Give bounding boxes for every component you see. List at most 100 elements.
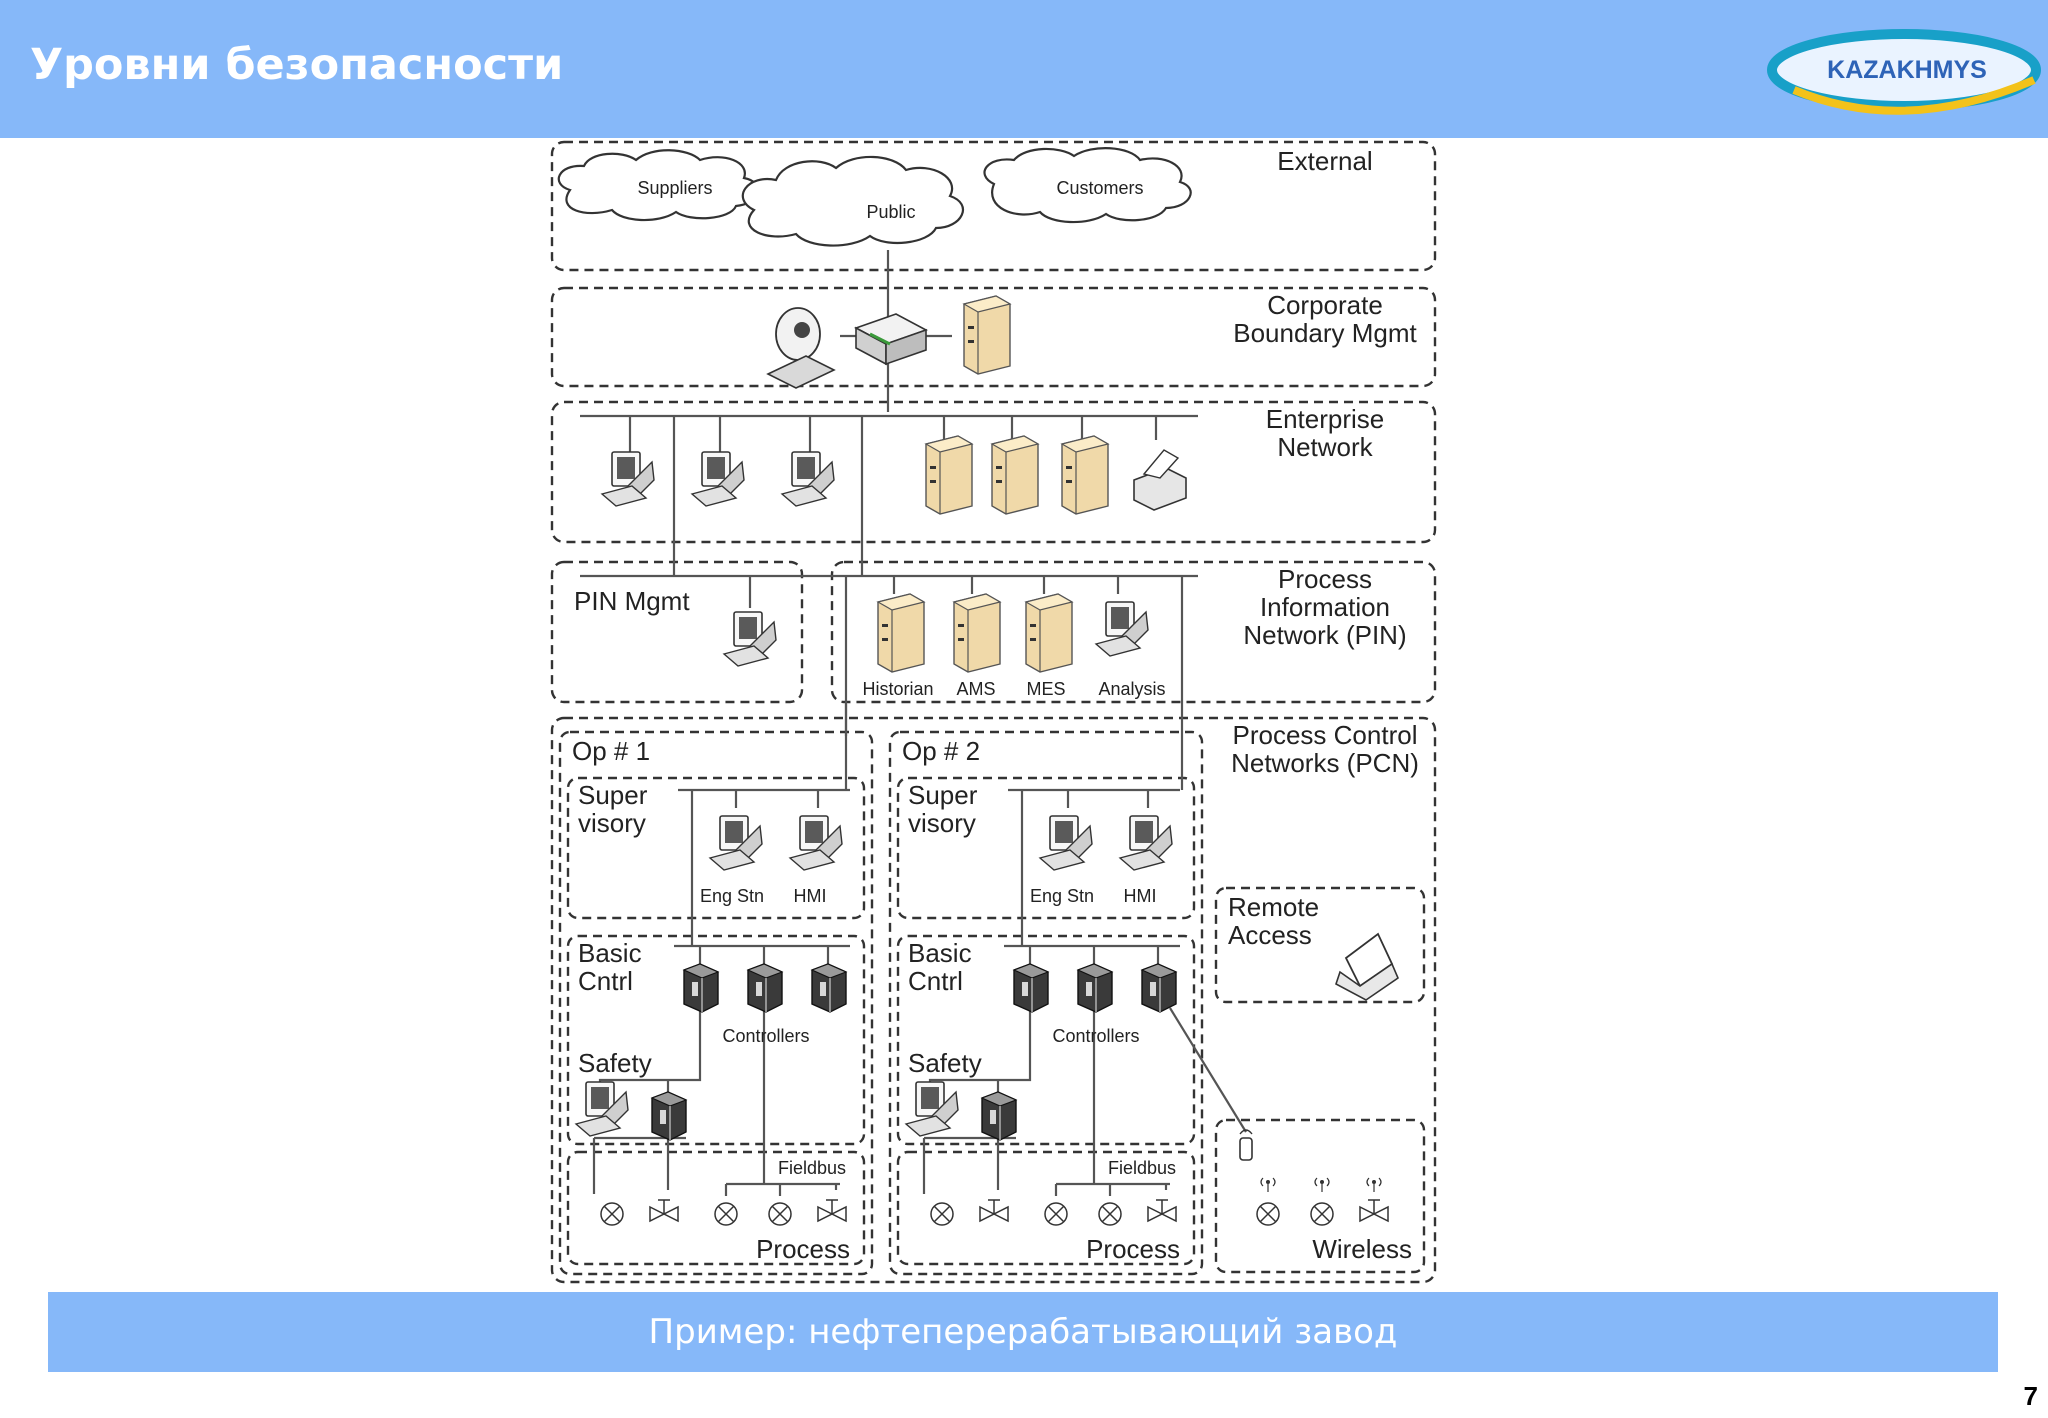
zone-pcn-label-1: Process Control <box>1233 720 1418 750</box>
enterprise-server-2-icon <box>991 435 1039 515</box>
op1-eng-stn-icon <box>709 815 763 871</box>
cloud-public <box>741 155 964 247</box>
op2-controllers-label: Controllers <box>1052 1026 1139 1046</box>
zone-op1 <box>558 730 874 1276</box>
enterprise-pc-3-icon <box>781 451 835 507</box>
wireless-instrument-1-icon <box>1256 1202 1280 1226</box>
firewall-dish-icon <box>766 307 836 389</box>
op2-eng-stn-icon <box>1039 815 1093 871</box>
op1-safety-controller-icon <box>651 1091 687 1141</box>
zone-pin-label-2: Information <box>1260 592 1390 622</box>
zone-pcn <box>550 716 1437 1284</box>
zone-pin-label-1: Process <box>1278 564 1372 594</box>
pin-mgmt-pc-icon <box>723 611 777 667</box>
zone-corporate-boundary <box>550 286 1437 388</box>
op1-instrument-1-icon <box>600 1202 624 1226</box>
zone-pcn-label-2: Networks (PCN) <box>1231 748 1419 778</box>
zone-pin-mgmt-label: PIN Mgmt <box>574 586 690 616</box>
op1-supervisory-label-1: Super <box>578 780 648 810</box>
kazakhmys-logo: KAZAKHMYS <box>1767 29 2041 115</box>
zone-wireless <box>1214 1118 1426 1274</box>
op2-safety-label: Safety <box>908 1048 982 1078</box>
zone-external <box>550 140 1437 272</box>
zone-pin-mgmt <box>550 560 804 704</box>
zone-remote-access <box>1214 886 1426 1004</box>
op1-eng-stn-label: Eng Stn <box>700 886 764 906</box>
op2-supervisory-label-2: visory <box>908 808 976 838</box>
op1-basic-label-1: Basic <box>578 938 642 968</box>
wireless-antenna-3-icon <box>1366 1177 1382 1193</box>
op1-controller-1-icon <box>683 963 719 1013</box>
slide-title: Уровни безопасности <box>30 40 564 90</box>
op2-fieldbus-label: Fieldbus <box>1108 1158 1176 1178</box>
op1-supervisory-label-2: visory <box>578 808 646 838</box>
printer-icon <box>1133 449 1187 511</box>
zone-remote-label-2: Access <box>1228 920 1312 950</box>
op2-hmi-icon <box>1119 815 1173 871</box>
security-levels-diagram: Suppliers Customers Public External Corp… <box>550 140 1437 1284</box>
op1-controller-2-icon <box>747 963 783 1013</box>
zone-external-label: External <box>1277 146 1372 176</box>
op2-instrument-1-icon <box>930 1202 954 1226</box>
enterprise-pc-1-icon <box>601 451 655 507</box>
op2-controller-1-icon <box>1013 963 1049 1013</box>
zone-enterprise-label-2: Network <box>1277 432 1373 462</box>
zone-remote-label-1: Remote <box>1228 892 1319 922</box>
op1-instrument-2-icon <box>714 1202 738 1226</box>
op2-instrument-2-icon <box>1044 1202 1068 1226</box>
analysis-pc-icon <box>1095 601 1149 657</box>
ams-server-icon <box>953 593 1001 673</box>
op1-instrument-3-icon <box>768 1202 792 1226</box>
laptop-icon <box>1335 932 1399 1001</box>
op2-supervisory-label-1: Super <box>908 780 978 810</box>
op2-instrument-3-icon <box>1098 1202 1122 1226</box>
cloud-suppliers <box>557 149 759 222</box>
op1-hmi-icon <box>789 815 843 871</box>
analysis-label: Analysis <box>1098 679 1165 699</box>
zone-op1-basic <box>566 934 866 1146</box>
zone-op2-supervisory <box>896 776 1196 920</box>
zone-op1-supervisory <box>566 776 866 920</box>
zone-corporate-label-2: Boundary Mgmt <box>1233 318 1417 348</box>
zone-pin <box>830 560 1437 704</box>
ams-label: AMS <box>956 679 995 699</box>
op1-controllers-label: Controllers <box>722 1026 809 1046</box>
zone-pin-label-3: Network (PIN) <box>1243 620 1406 650</box>
zone-enterprise-network <box>550 400 1437 544</box>
op2-basic-label-2: Cntrl <box>908 966 963 996</box>
op1-controller-3-icon <box>811 963 847 1013</box>
op2-valve-2-icon <box>1147 1199 1177 1222</box>
zone-enterprise-label-1: Enterprise <box>1266 404 1385 434</box>
cloud-customers <box>983 147 1192 224</box>
wireless-gateway-icon <box>1239 1129 1253 1161</box>
wireless-instrument-2-icon <box>1310 1202 1334 1226</box>
svg-text:KAZAKHMYS: KAZAKHMYS <box>1827 56 1987 84</box>
op2-controller-3-icon <box>1141 963 1177 1013</box>
cloud-public-label: Public <box>866 202 915 222</box>
op1-safety-label: Safety <box>578 1048 652 1078</box>
op1-fieldbus-label: Fieldbus <box>778 1158 846 1178</box>
op2-safety-pc-icon <box>905 1081 959 1137</box>
op1-safety-pc-icon <box>575 1081 629 1137</box>
mes-label: MES <box>1026 679 1065 699</box>
caption-text: Пример: нефтеперерабатывающий завод <box>648 1312 1398 1352</box>
slide-header: Уровни безопасности <box>0 0 2048 138</box>
op1-process-label: Process <box>756 1234 850 1264</box>
op2-process-label: Process <box>1086 1234 1180 1264</box>
op2-basic-label-1: Basic <box>908 938 972 968</box>
historian-label: Historian <box>862 679 933 699</box>
zone-corporate-label-1: Corporate <box>1267 290 1383 320</box>
zone-op1-process <box>566 1150 866 1266</box>
enterprise-server-1-icon <box>925 435 973 515</box>
zone-op2 <box>888 730 1204 1276</box>
zone-op2-process <box>896 1150 1196 1266</box>
zone-op2-label: Op # 2 <box>902 736 980 766</box>
cloud-suppliers-label: Suppliers <box>637 178 712 198</box>
op2-safety-controller-icon <box>981 1091 1017 1141</box>
page-number: 7 <box>2023 1381 2038 1411</box>
caption-bar: Пример: нефтеперерабатывающий завод <box>48 1292 1998 1372</box>
cloud-customers-label: Customers <box>1056 178 1143 198</box>
wireless-antenna-2-icon <box>1314 1177 1330 1193</box>
zone-op1-label: Op # 1 <box>572 736 650 766</box>
enterprise-pc-2-icon <box>691 451 745 507</box>
